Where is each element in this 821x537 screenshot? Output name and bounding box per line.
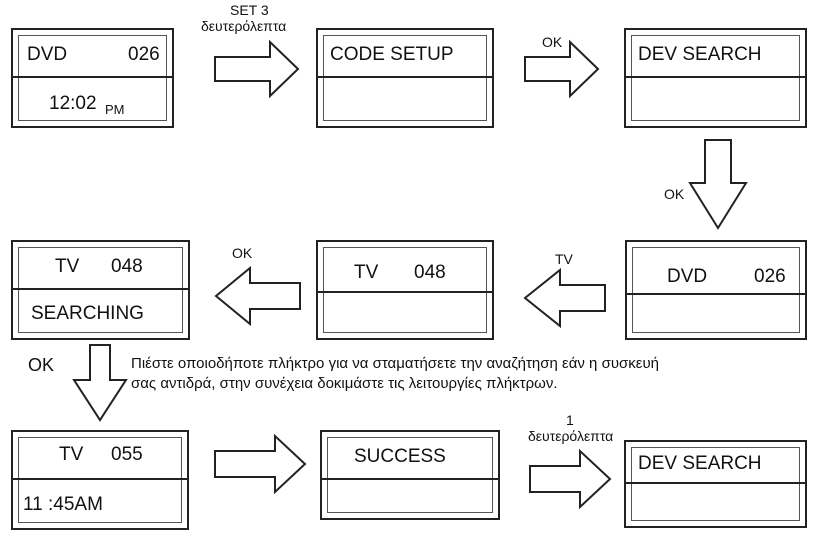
arrow-down-2 — [72, 344, 128, 422]
lcd-step9: DEV SEARCH — [624, 440, 807, 528]
label-ok-3: OK — [232, 245, 253, 261]
lcd-step4-mode: DVD — [667, 266, 708, 287]
lcd-step6-line2: SEARCHING — [31, 303, 144, 324]
label-one-seconds: δευτερόλεπτα — [528, 428, 614, 444]
instruction-note-line2: σας αντιδρά, στην συνέχεια δοκιμάστε τις… — [131, 375, 558, 392]
label-ok-1: OK — [542, 34, 563, 50]
lcd-step4: DVD 026 — [625, 240, 807, 340]
lcd-step3: DEV SEARCH — [624, 28, 807, 128]
lcd-step6-code: 048 — [111, 256, 143, 277]
arrow-left-1 — [523, 267, 606, 329]
label-set3-seconds: δευτερόλεπτα — [201, 18, 287, 34]
arrow-right-1 — [214, 39, 300, 99]
label-tv: TV — [555, 251, 573, 267]
arrow-down-1 — [688, 139, 748, 230]
lcd-step7-code: 055 — [111, 444, 143, 465]
lcd-step7-time: 11 :45AM — [23, 494, 103, 515]
lcd-step1-mode: DVD — [27, 44, 68, 65]
lcd-step2: CODE SETUP — [316, 28, 494, 128]
lcd-step7-mode: TV — [59, 444, 84, 465]
label-set3: SET 3 — [230, 2, 269, 18]
arrow-left-2 — [214, 265, 301, 327]
label-ok-2: OK — [664, 186, 685, 202]
lcd-step1-time: 12:02 — [49, 93, 97, 114]
lcd-step1: DVD 026 12:02 PM — [11, 28, 174, 128]
arrow-right-2 — [524, 39, 600, 99]
arrow-right-4 — [529, 448, 612, 510]
label-ok-4: OK — [28, 355, 55, 375]
lcd-step4-code: 026 — [754, 266, 786, 287]
lcd-step1-ampm: PM — [105, 102, 125, 117]
lcd-step3-line1: DEV SEARCH — [638, 44, 762, 65]
lcd-step1-code: 026 — [128, 44, 160, 65]
instruction-note-line1: Πιέστε οποιοδήποτε πλήκτρο για να σταματ… — [131, 355, 660, 372]
lcd-step5-code: 048 — [414, 262, 446, 283]
lcd-step6: TV 048 SEARCHING — [11, 240, 190, 340]
arrow-right-3 — [214, 433, 307, 495]
lcd-step6-mode: TV — [55, 256, 80, 277]
lcd-step2-line1: CODE SETUP — [330, 44, 454, 65]
lcd-step8: SUCCESS — [320, 430, 500, 520]
lcd-step8-line1: SUCCESS — [354, 446, 446, 467]
lcd-step5-mode: TV — [354, 262, 379, 283]
lcd-step5: TV 048 — [316, 240, 494, 340]
lcd-step7: TV 055 11 :45AM — [11, 430, 189, 530]
lcd-step9-line1: DEV SEARCH — [638, 453, 762, 474]
label-one: 1 — [566, 412, 574, 428]
